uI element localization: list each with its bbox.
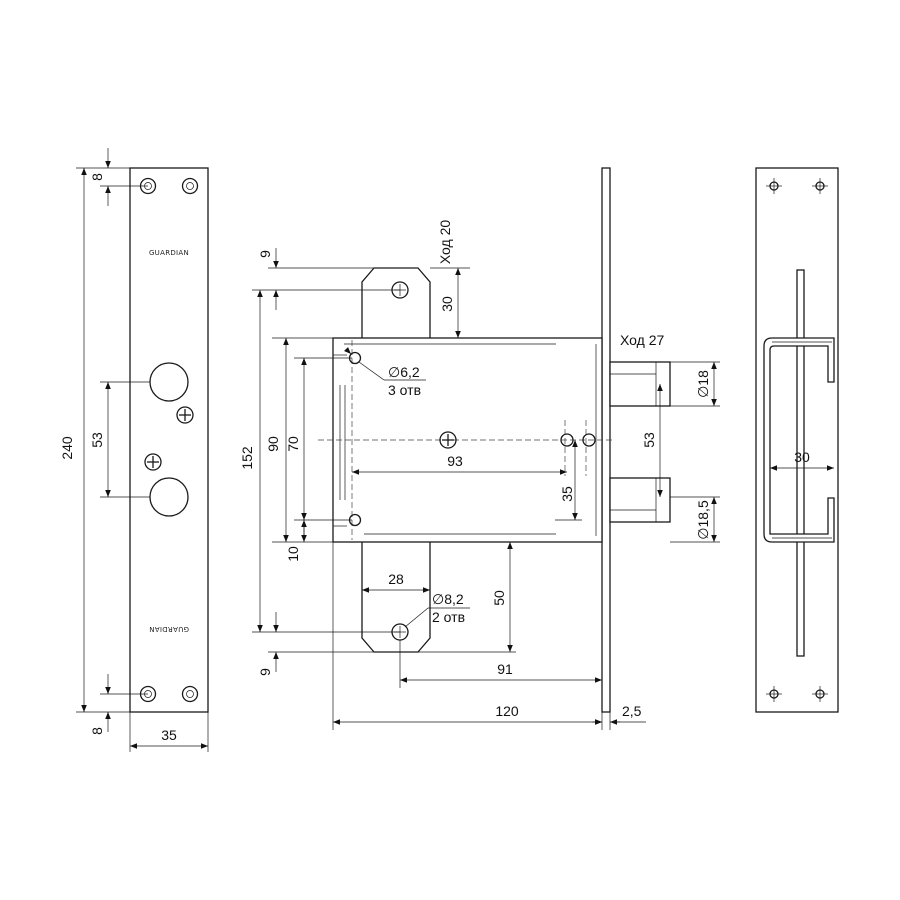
dim-bolt-diameter-bottom: ∅18,5 — [695, 500, 711, 540]
dim-faceplate-bottom-margin: 8 — [89, 727, 105, 735]
faceplate-view: GUARDIAN GUARDIAN 240 8 8 53 35 — [59, 148, 209, 752]
dim-hook-bottom-offset: 50 — [491, 590, 507, 606]
strike-plate-outline — [755, 167, 839, 713]
dim-strike-box-width: 30 — [794, 449, 810, 465]
dim-faceplate-width: 35 — [161, 727, 177, 743]
strike-screw-holes — [766, 178, 828, 702]
strike-slot — [796, 269, 805, 657]
dim-hook-bottom-margin: 9 — [257, 668, 273, 676]
dim-faceplate-top-margin: 8 — [89, 173, 105, 181]
strike-box — [763, 337, 835, 543]
hook-bottom — [361, 542, 431, 653]
dim-hook-spacing: 152 — [239, 446, 255, 470]
hook-top — [361, 267, 431, 338]
label-hook-travel: Ход 20 — [437, 220, 453, 265]
dim-plate-thickness: 2,5 — [622, 703, 642, 719]
faceplate-screw-holes — [139, 177, 199, 703]
bolt-top — [609, 361, 671, 407]
dim-mount-spacing: 70 — [285, 436, 301, 452]
faceplate-outline — [129, 167, 209, 713]
dim-case-height: 90 — [265, 436, 281, 452]
faceplate-screw-top — [176, 406, 194, 424]
cylinder-hole-top — [149, 362, 189, 402]
label-mount-hole-count: 3 отв — [388, 382, 421, 398]
strike-plate-view: 30 — [755, 167, 839, 713]
label-mount-hole-diameter: ∅6,2 — [388, 364, 420, 380]
dim-bottom-gap: 10 — [285, 546, 301, 562]
dim-bolt-diameter-top: ∅18 — [695, 370, 711, 398]
brand-engraving-top: GUARDIAN — [149, 249, 189, 257]
center-screw — [439, 431, 457, 449]
bolt-bottom — [609, 477, 671, 523]
dim-bolt-spacing: 53 — [641, 432, 657, 448]
lock-body-view: 9 9 152 90 70 10 30 Ход 20 ∅6,2 3 отв 93 — [239, 167, 720, 730]
label-bolt-hole-diameter: ∅8,2 — [432, 591, 464, 607]
dim-spindle-spacing: 93 — [447, 453, 463, 469]
dim-spindle-offset: 35 — [559, 486, 575, 502]
dim-hook-width: 28 — [388, 571, 404, 587]
dim-hook-top-offset: 30 — [439, 296, 455, 312]
cylinder-hole-bottom — [149, 477, 189, 517]
dim-hook-to-front: 91 — [497, 661, 513, 677]
dim-cylinder-spacing: 53 — [89, 432, 105, 448]
faceplate-screw-bottom — [144, 453, 162, 471]
dim-faceplate-height: 240 — [59, 436, 75, 460]
label-bolt-travel: Ход 27 — [620, 332, 665, 348]
brand-engraving-bottom: GUARDIAN — [149, 625, 189, 633]
dim-body-length: 120 — [495, 703, 519, 719]
label-bolt-hole-count: 2 отв — [432, 609, 465, 625]
dim-hook-top-margin: 9 — [257, 250, 273, 258]
spindle-hole-right — [582, 433, 596, 447]
